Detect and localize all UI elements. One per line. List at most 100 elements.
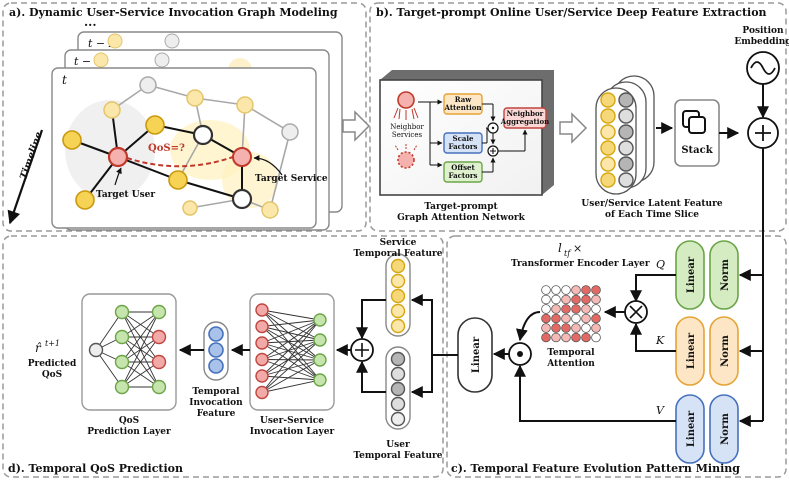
attention-cell	[591, 294, 601, 305]
position-embedding-label: Position	[742, 26, 784, 36]
gat-caption: Graph Attention Network	[397, 213, 525, 223]
attention-cell	[541, 313, 551, 324]
k-norm	[709, 316, 739, 386]
mlp1-link	[261, 359, 321, 393]
encoder-label: Transformer Encoder Layer	[511, 259, 650, 269]
gat-wires	[418, 99, 528, 173]
invocation-network	[255, 303, 327, 400]
user-temporal-label: User	[386, 440, 410, 450]
attention-cell	[591, 323, 601, 333]
invocation-layer-label: User-Service	[260, 416, 324, 426]
mlp1-link	[261, 379, 321, 393]
mlp1-hidden-node	[313, 313, 327, 327]
weighted-sum-dot	[517, 351, 523, 357]
qos-link	[126, 156, 234, 168]
q-norm-label: Norm	[720, 259, 731, 291]
latent-caption: User/Service Latent Feature	[581, 199, 722, 209]
time-slice-stack: ... t − 2 t − 1 t	[7, 15, 343, 231]
service-temporal-node	[390, 318, 406, 334]
service-node	[62, 130, 82, 150]
mlp1-link	[261, 375, 321, 381]
attention-cell	[561, 332, 571, 343]
qk-multiply-cross	[629, 305, 643, 319]
mlp1-link	[261, 309, 321, 341]
attention-cell	[541, 323, 551, 333]
back-user-node	[164, 33, 180, 49]
mlp1-hidden-node	[313, 373, 327, 387]
attention-cell	[591, 313, 601, 324]
attention-cell	[571, 285, 581, 295]
v-linear-label: Linear	[686, 410, 697, 447]
target-service-prompt-icon	[397, 151, 415, 169]
mlp2-link	[95, 311, 123, 351]
attention-cell	[581, 304, 591, 314]
attention-cell	[541, 304, 551, 314]
attention-cell	[551, 304, 561, 314]
raw-attention-label: Raw	[455, 95, 473, 104]
invocation-node	[208, 342, 224, 358]
user-temporal-node	[390, 396, 406, 412]
attention-cell	[561, 313, 571, 324]
multiply-dot	[491, 126, 495, 130]
latent-user-node	[618, 92, 634, 108]
latent-caption: of Each Time Slice	[605, 210, 699, 220]
user-node	[192, 124, 214, 146]
mlp1-link	[261, 309, 321, 361]
scale-factors-label: Factors	[449, 142, 478, 151]
mlp1-link	[261, 359, 321, 381]
attention-cell	[561, 285, 571, 295]
mlp1-link	[261, 319, 321, 377]
mlp1-input-node	[255, 319, 269, 334]
user-node	[231, 188, 253, 210]
scale-factors-label: Scale	[453, 134, 475, 143]
mlp2-output-node	[88, 342, 104, 358]
latent-service-node	[600, 124, 616, 140]
attention-cell	[571, 294, 581, 305]
k-norm-label: Norm	[720, 335, 731, 367]
q-linear-label: Linear	[686, 256, 697, 293]
attention-cell	[551, 285, 561, 295]
prediction-network	[88, 304, 167, 395]
predicted-qos-label: Predicted	[28, 359, 77, 369]
user-node-faint	[139, 76, 157, 94]
slice-label-t: t	[62, 73, 67, 87]
target-service-label: Target Service	[255, 174, 328, 184]
prediction-superscript: t+1	[45, 339, 60, 348]
invocation-node	[208, 326, 224, 342]
mlp2-link	[121, 311, 160, 363]
layer-count-times: ×	[573, 242, 582, 255]
mlp2-input-node	[151, 354, 167, 370]
mlp1-input-node	[255, 336, 269, 350]
panel-b-title: b). Target-prompt Online User/Service De…	[376, 6, 767, 19]
gat-caption: Target-prompt	[424, 202, 498, 212]
v-to-dot	[514, 364, 676, 422]
v-linear	[675, 394, 705, 464]
linear-to-user-arrow	[410, 355, 433, 398]
service-temporal-node	[390, 258, 406, 274]
mlp1-link	[261, 326, 321, 361]
mlp2-hidden-node	[114, 304, 130, 320]
q-symbol: Q	[656, 258, 665, 271]
service-node	[75, 190, 95, 210]
attention-cell	[591, 304, 601, 314]
latent-user-node	[618, 108, 634, 124]
service-node	[168, 170, 188, 190]
latent-user-node	[618, 156, 634, 172]
temporal-attention-label: Temporal	[547, 348, 595, 358]
panel-a-title: a). Dynamic User-Service Invocation Grap…	[9, 6, 338, 19]
invocation-layer-label: Invocation Layer	[250, 427, 335, 437]
mlp1-link	[261, 326, 321, 341]
panel-a-frame	[2, 2, 367, 232]
sine-wave	[750, 61, 776, 75]
attention-cell	[571, 332, 581, 343]
user-temporal-node	[390, 351, 406, 367]
position-embedding-label: Embedding	[734, 37, 789, 47]
mlp2-link	[121, 336, 160, 388]
service-temporal-node	[390, 303, 406, 319]
k-symbol: K	[655, 334, 665, 347]
v-norm-label: Norm	[720, 413, 731, 445]
back-service-node	[107, 33, 123, 49]
target-user-label: Target User	[96, 190, 155, 200]
user-node-faint	[281, 123, 299, 141]
